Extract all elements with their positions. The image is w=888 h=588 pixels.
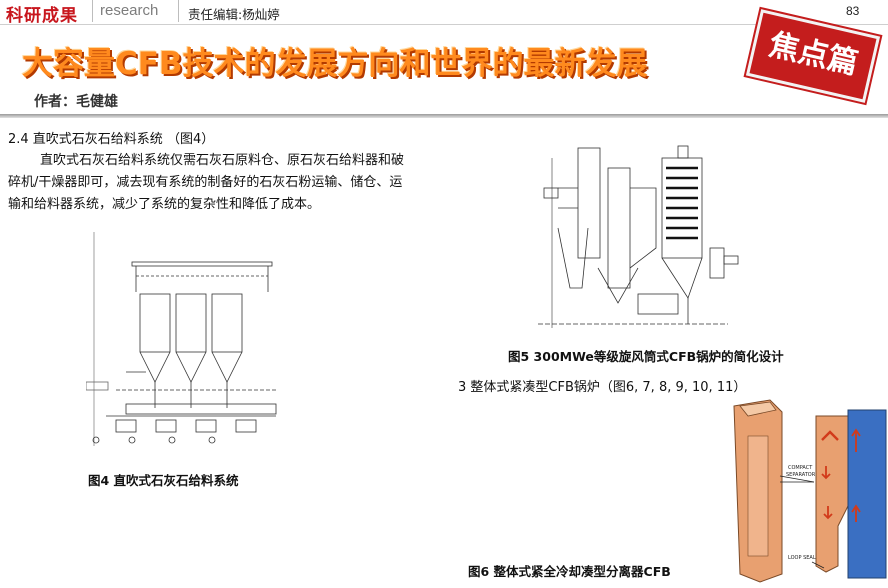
- section-tag: 科研成果: [6, 6, 78, 26]
- svg-text:LOOP SEAL: LOOP SEAL: [788, 555, 816, 561]
- paragraph-line: 直吹式石灰石给料系统仅需石灰石原料仓、原石灰石给料器和破: [40, 153, 405, 168]
- article-title: 大容量CFB技术的发展方向和世界的最新发展: [22, 46, 648, 82]
- paragraph-line: 碎机/干燥器即可，减去现有系统的制备好的石灰石粉运输、储仓、运: [8, 175, 403, 190]
- editor-credit: 责任编辑:杨灿婷: [188, 7, 280, 22]
- header-divider-2: [178, 0, 179, 22]
- figure-4-drawing: [86, 232, 292, 446]
- section-2-4-paragraph: 直吹式石灰石给料系统仅需石灰石原料仓、原石灰石给料器和破 碎机/干燥器即可，减去…: [8, 150, 444, 216]
- section-tag-english: research: [100, 2, 159, 19]
- figure-6-drawing: COMPACT SEPARATOR LOOP SEAL: [730, 396, 888, 584]
- figure-5-drawing: [538, 128, 752, 334]
- page-number: 83: [846, 4, 860, 18]
- header-divider: [92, 0, 93, 22]
- svg-text:COMPACT: COMPACT: [788, 465, 813, 471]
- paragraph-line: 输和给料器系统，减少了系统的复杂性和降低了成本。: [8, 197, 321, 212]
- figure-4-caption: 图4 直吹式石灰石给料系统: [88, 473, 239, 488]
- header-bar: [0, 0, 888, 25]
- figure-6-caption: 图6 整体式紧全冷却凑型分离器CFB: [468, 564, 671, 579]
- section-heading-2-4: 2.4 直吹式石灰石给料系统 （图4）: [8, 132, 215, 147]
- author-line: 作者：毛健雄: [34, 94, 118, 110]
- section-heading-3: 3 整体式紧凑型CFB锅炉（图6, 7, 8, 9, 10, 11）: [458, 380, 747, 395]
- svg-text:SEPARATOR: SEPARATOR: [786, 472, 816, 478]
- figure-5-caption: 图5 300MWe等级旋风筒式CFB锅炉的简化设计: [508, 349, 784, 364]
- title-divider: [0, 114, 888, 118]
